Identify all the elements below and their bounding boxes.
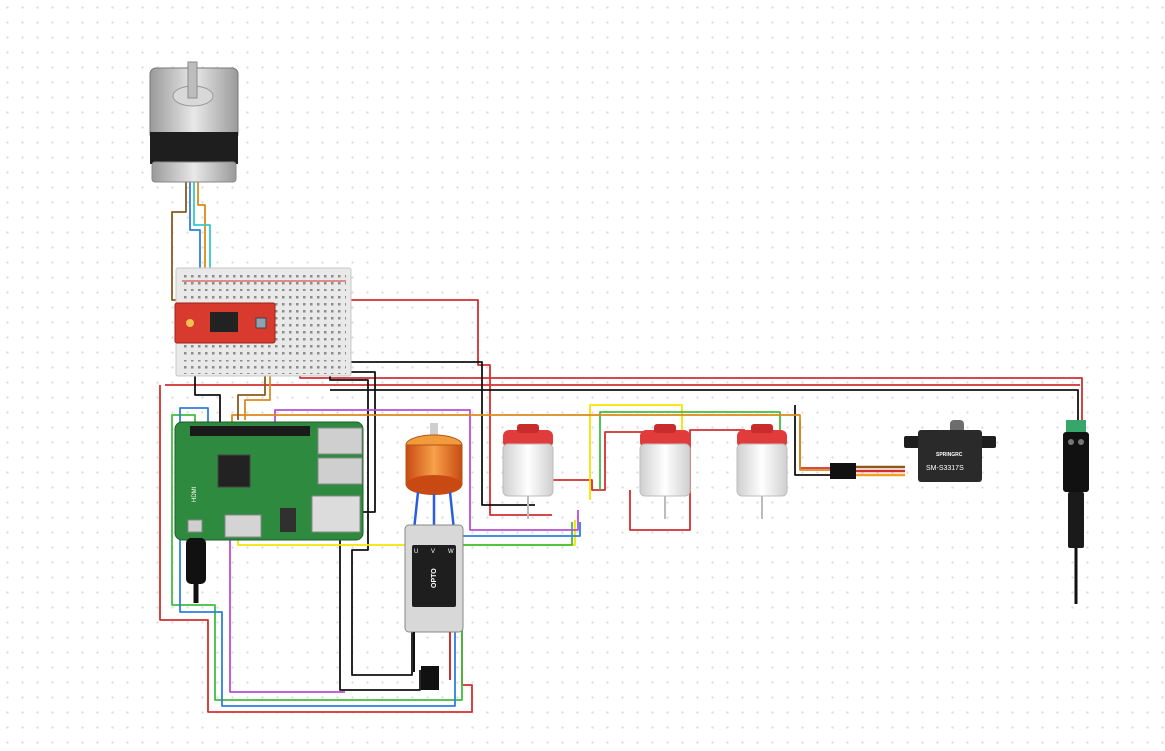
dc-motor-2-top [654, 424, 676, 433]
esc-pin-u: U [414, 549, 418, 555]
wire-black-7 [794, 405, 830, 476]
rpi-ethernet-port [311, 495, 361, 533]
jack-terminal [1066, 420, 1086, 434]
esc: U V W OPTO [404, 524, 464, 690]
wire-stepper-brown [171, 172, 187, 301]
stepper-motor-stack [150, 132, 238, 164]
wire-red-dcmotors [505, 431, 650, 491]
wire-red-esc [159, 385, 473, 713]
dc-motor-3-body [736, 443, 788, 497]
rpi-usb-port-1 [317, 427, 363, 455]
wire-red-dcmotor2 [629, 429, 745, 531]
bldc-lead-1 [412, 491, 420, 531]
driver-pot [255, 317, 267, 329]
jack-screw-1 [1068, 439, 1074, 445]
dc-barrel-jack [1063, 420, 1089, 604]
rpi-soc [217, 454, 251, 488]
stepper-motor-base [151, 161, 237, 183]
rpi-hdmi-label: HDMI [192, 486, 198, 502]
wire-red-servo [299, 365, 1083, 425]
bldc-lead-3 [448, 491, 456, 531]
driver-led [186, 319, 194, 327]
esc-pin-v: V [431, 549, 435, 555]
rpi-hdmi-port [224, 514, 262, 538]
servo: SPRINGRC SM-S3317S [830, 420, 996, 482]
servo-brand: SPRINGRC [936, 452, 963, 458]
micro-usb-cable [186, 538, 206, 603]
servo-body [918, 430, 982, 482]
esc-connector [421, 666, 439, 690]
wire-orange-2 [244, 362, 271, 420]
rpi-usb-port-2 [317, 457, 363, 485]
wire-stepper-cyan [193, 172, 211, 300]
dc-motor-3-top [751, 424, 773, 433]
stepper-motor [149, 61, 239, 183]
dc-motor-2 [639, 424, 691, 519]
rpi-audio-jack [280, 508, 296, 532]
dc-motor-1-top [517, 424, 539, 433]
wire-purple-1 [274, 409, 579, 531]
wire-black-4 [305, 361, 535, 506]
driver-chip [210, 312, 238, 332]
wire-black-1 [194, 365, 221, 430]
wire-green-1 [171, 414, 573, 701]
raspberry-pi-board: HDMI [174, 421, 364, 541]
servo-connector [830, 463, 856, 479]
wire-brown-1 [237, 365, 266, 420]
wire-black-3 [329, 365, 413, 676]
esc-label-plate [412, 545, 456, 607]
esc-label: OPTO [431, 568, 438, 588]
dc-motor-2-body [639, 443, 691, 497]
wire-blue-1 [179, 407, 581, 707]
rpi-gpio-header [190, 426, 310, 436]
esc-pin-w: W [448, 549, 454, 555]
wire-red-main [285, 299, 552, 516]
jack-plug [1068, 492, 1084, 548]
usb-plug [186, 538, 206, 584]
bldc-shaft [430, 423, 438, 437]
stepper-motor-shaft [187, 61, 198, 99]
wire-orange-1 [231, 414, 830, 471]
dc-motor-3 [736, 424, 788, 519]
dc-motor-1 [502, 424, 554, 519]
wire-green-2 [599, 411, 781, 490]
jack-screw-2 [1078, 439, 1084, 445]
jack-body [1063, 432, 1089, 492]
dc-motor-1-body [502, 443, 554, 497]
wire-black-5 [330, 389, 1079, 425]
stepper-driver-board [174, 302, 276, 344]
brushless-motor [405, 423, 463, 531]
rpi-microusb-port [187, 519, 203, 533]
wire-stepper-orange [197, 172, 206, 300]
wire-stepper-blue [189, 172, 201, 300]
wire-red-servo2 [799, 420, 830, 469]
servo-model: SM-S3317S [926, 465, 964, 472]
breadboard-holes-bottom [182, 360, 346, 374]
bldc-bottom [406, 475, 462, 495]
